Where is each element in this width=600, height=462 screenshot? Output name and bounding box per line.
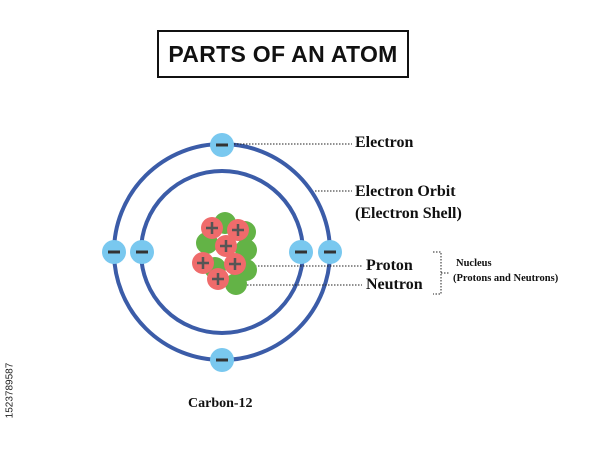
proton [207, 268, 229, 290]
proton-label: Proton [366, 257, 413, 274]
electron [210, 133, 234, 157]
neutron-label: Neutron [366, 276, 423, 293]
caption-carbon-12: Carbon-12 [188, 396, 253, 411]
proton [215, 235, 237, 257]
proton [201, 217, 223, 239]
electron [130, 240, 154, 264]
diagram-title: PARTS OF AN ATOM [168, 40, 398, 67]
nucleus-bracket [433, 251, 450, 295]
nucleus-label: Nucleus [456, 258, 492, 269]
electron [289, 240, 313, 264]
proton [192, 252, 214, 274]
electron-shell-label: (Electron Shell) [355, 205, 462, 222]
nucleus-description: (Protons and Neutrons) [453, 273, 559, 284]
stock-id: 1523789587 [4, 362, 16, 419]
proton [224, 253, 246, 275]
electron-label: Electron [355, 134, 414, 151]
proton [227, 219, 249, 241]
nucleus [192, 212, 257, 295]
neutron [225, 273, 247, 295]
title-box: PARTS OF AN ATOM [157, 30, 409, 78]
electron [210, 348, 234, 372]
electron [102, 240, 126, 264]
electron-orbit-label: Electron Orbit [355, 183, 456, 200]
electron [318, 240, 342, 264]
